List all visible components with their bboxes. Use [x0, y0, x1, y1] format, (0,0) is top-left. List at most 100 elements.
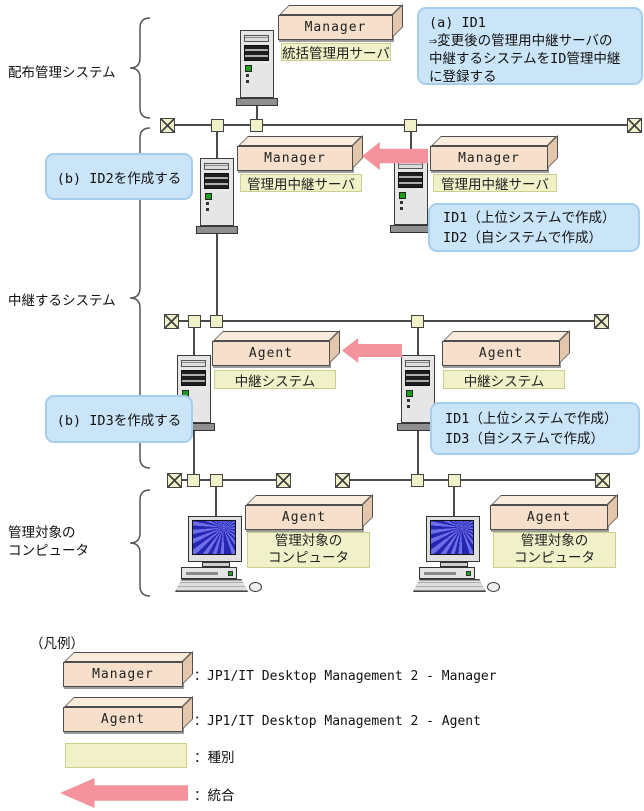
drive-slot-icon: [186, 572, 218, 575]
mouse-icon: [487, 582, 500, 592]
legend-title: （凡例）: [30, 636, 84, 652]
left-computer-product-label: Agent: [281, 510, 327, 525]
connector: [256, 106, 258, 124]
right-relay-type-label: 管理用中継サーバ: [433, 174, 557, 193]
top-manager-type-label: 統括管理用サーバ: [281, 43, 391, 62]
callout-id1-id3: ID1（上位システムで作成） ID3（自システムで作成）: [430, 402, 640, 455]
callout-create-id2: (b) ID2を作成する: [45, 153, 193, 200]
brace-relay-system: [129, 127, 151, 469]
server-drive-bay-icon: [405, 370, 430, 386]
network-node: [411, 315, 424, 328]
connector: [193, 322, 195, 355]
network-terminator-icon: [335, 473, 350, 488]
merge-arrow-icon: [342, 338, 402, 363]
network-node: [250, 119, 263, 132]
right-relay-product-box: Manager: [430, 146, 548, 171]
section-label-distribution: 配布管理システム: [8, 65, 116, 81]
right-relay-agent-product-box: Agent: [442, 341, 560, 366]
server-dot-icon: [206, 208, 209, 211]
server-led-icon: [399, 192, 406, 199]
legend-manager-desc: ：JP1/IT Desktop Management 2 - Manager: [194, 669, 497, 684]
callout-a-line3: 中継するシステムをID管理中継: [429, 51, 621, 67]
server-dot-icon: [400, 201, 403, 204]
section-label-managed: 管理対象の コンピュータ: [8, 524, 89, 560]
network-terminator-icon: [160, 118, 175, 133]
network-line-1: [160, 124, 641, 126]
connector: [193, 431, 195, 479]
top-manager-product-box: Manager: [278, 15, 393, 40]
left-relay-agent-product-label: Agent: [248, 346, 294, 361]
right-relay-agent-product-label: Agent: [478, 346, 524, 361]
network-line-3-left: [167, 479, 290, 481]
section-label-managed-line1: 管理対象の: [8, 525, 76, 541]
legend-manager-box: Manager: [63, 662, 183, 687]
power-led-icon: [228, 571, 233, 576]
network-terminator-icon: [276, 473, 291, 488]
mouse-icon: [249, 582, 262, 592]
network-node: [210, 315, 223, 328]
left-relay-product-label: Manager: [264, 151, 326, 166]
brace-managed-computers: [129, 489, 151, 597]
network-terminator-icon: [164, 314, 179, 329]
brace-distribution-system: [129, 17, 151, 119]
network-node: [187, 474, 200, 487]
right-computer-type-line1: 管理対象の: [520, 533, 589, 549]
server-drive-bay-icon: [244, 45, 269, 61]
server-dot-icon: [407, 399, 410, 402]
drive-slot-icon: [424, 572, 456, 575]
server-base-icon: [196, 226, 238, 234]
server-dot-icon: [400, 207, 403, 210]
right-relay-agent-type-label: 中継システム: [443, 370, 565, 390]
connector: [417, 431, 419, 479]
server-led-icon: [406, 390, 413, 397]
desktop-computer-icon: [175, 516, 263, 596]
monitor-icon: [188, 516, 242, 562]
network-node: [448, 474, 461, 487]
monitor-stand-icon: [202, 562, 230, 567]
server-dot-icon: [246, 80, 249, 83]
left-computer-type-line2: コンピュータ: [268, 550, 349, 566]
network-terminator-icon: [594, 314, 609, 329]
server-dot-icon: [206, 202, 209, 205]
screen-icon: [192, 520, 236, 555]
network-terminator-icon: [595, 473, 610, 488]
server-vent-icon: [244, 35, 269, 42]
right-computer-product-label: Agent: [526, 510, 572, 525]
left-relay-product-box: Manager: [237, 146, 353, 171]
section-label-managed-line2: コンピュータ: [8, 543, 89, 559]
network-node: [211, 119, 224, 132]
server-drive-bay-icon: [181, 370, 206, 386]
callout-a: (a) ID1 ⇒変更後の管理用中継サーバの 中継するシステムをID管理中継 に…: [417, 7, 643, 85]
right-computer-product-box: Agent: [490, 505, 608, 530]
network-line-3-right: [335, 479, 609, 481]
legend-agent-desc: ：JP1/IT Desktop Management 2 - Agent: [194, 714, 481, 729]
right-computer-type-label: 管理対象の コンピュータ: [493, 532, 616, 568]
callout-id1-id2: ID1（上位システムで作成） ID2（自システムで作成）: [428, 203, 640, 252]
computer-case-icon: [419, 567, 475, 579]
server-vent-icon: [405, 360, 430, 367]
right-computer-type-line2: コンピュータ: [514, 550, 595, 566]
left-relay-agent-type-label: 中継システム: [214, 370, 336, 390]
server-vent-icon: [204, 163, 229, 170]
callout-a-line1: (a) ID1: [429, 15, 486, 31]
left-computer-type-line1: 管理対象の: [274, 533, 343, 549]
left-relay-agent-product-box: Agent: [212, 341, 330, 366]
top-manager-product-label: Manager: [304, 20, 367, 35]
callout-id1-id2-line1: ID1（上位システムで作成）: [443, 209, 616, 226]
server-dot-icon: [407, 405, 410, 408]
connector: [453, 481, 455, 517]
server-tower-icon: [394, 157, 428, 225]
keyboard-icon: [175, 579, 248, 592]
network-terminator-icon: [627, 118, 642, 133]
server-tower-icon: [200, 158, 234, 226]
network-node: [411, 474, 424, 487]
network-node: [188, 315, 201, 328]
desktop-computer-icon: [413, 516, 501, 596]
callout-a-line2: ⇒変更後の管理用中継サーバの: [429, 33, 613, 49]
keyboard-icon: [413, 579, 486, 592]
left-computer-product-box: Agent: [245, 505, 363, 530]
callout-id1-id2-line2: ID2（自システムで作成）: [443, 229, 602, 246]
right-relay-product-label: Manager: [458, 151, 520, 166]
callout-id1-id3-line2: ID3（自システムで作成）: [445, 430, 604, 447]
server-drive-bay-icon: [204, 173, 229, 189]
